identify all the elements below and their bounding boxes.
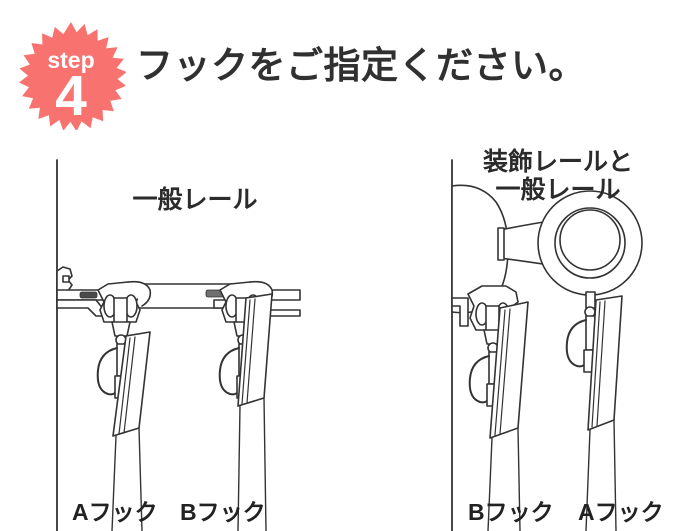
- hook-caption-b: Bフック: [180, 499, 266, 525]
- curtain-a-drop-left: [585, 429, 591, 531]
- curtain-a-fold-1: [118, 337, 131, 435]
- runner-a-arm: [127, 280, 152, 307]
- curtain-b-fold-2: [499, 308, 511, 435]
- decorative-rail-label: 装飾レールと 一般レール: [350, 148, 700, 204]
- curtain-b-fold-1: [494, 309, 506, 436]
- curtain-a-fold-2: [596, 300, 606, 427]
- general-rail-label: 一般レール: [132, 186, 258, 214]
- ring-drop-stem: [584, 291, 596, 318]
- runner-b-stem: [485, 305, 500, 333]
- decorative-bracket-arm-collar: [497, 227, 505, 261]
- curtain-b-drop-left: [487, 437, 493, 531]
- general-rail-hook-captions: Aフック Bフック: [0, 493, 350, 527]
- curtain-panel-a: [111, 331, 151, 531]
- page-title: フックをご指定ください。: [136, 45, 586, 86]
- curtain-a-drop-right: [138, 427, 143, 531]
- curtain-panel-b: [487, 301, 529, 531]
- badge-step-word: step: [47, 47, 94, 73]
- curtain-b-fold-1: [241, 299, 251, 405]
- runner-a-clip: [111, 321, 131, 337]
- curtain-a-drop-left: [111, 435, 117, 531]
- hook-caption-b: Bフック: [468, 499, 554, 525]
- decorative-rail-illustration: [451, 159, 643, 531]
- curtain-b-drop-right: [263, 397, 267, 531]
- rail-screw-left: [79, 291, 98, 299]
- starburst-shape: [19, 22, 126, 130]
- decorative-rail-diagram: 装飾レールと 一般レール Bフック Aフック: [350, 140, 700, 531]
- general-rail-under-bracket: [451, 297, 469, 327]
- ring-inner: [559, 209, 621, 271]
- decorative-rail-label-line-2: 一般レール: [495, 176, 621, 204]
- curtain-b-drop-left: [237, 405, 241, 531]
- curtain-a-fold-1: [591, 301, 601, 428]
- curtain-a-drop-right: [613, 419, 617, 531]
- decorative-rail-hook-captions: Bフック Aフック: [350, 493, 700, 527]
- runner-a-stem: [113, 297, 128, 325]
- general-rail-diagram: 一般レール Aフック Bフック: [0, 140, 350, 531]
- diagram-area: 一般レール Aフック Bフック: [0, 140, 700, 531]
- ring-stem: [585, 291, 596, 309]
- starburst-icon: step 4: [19, 22, 126, 130]
- header: step 4 フックをご指定ください。: [0, 0, 700, 140]
- runner-assembly-a: [97, 280, 152, 346]
- decorative-ring: [537, 190, 643, 296]
- step-badge: step 4: [16, 20, 126, 130]
- curtain-b-drop-right: [517, 427, 521, 531]
- wall-bracket-notch: [62, 275, 70, 283]
- hook-caption-a: Aフック: [72, 499, 158, 525]
- curtain-panel-a: [585, 295, 623, 531]
- hook-caption-a: Aフック: [578, 499, 664, 525]
- curtain-b-fold-2: [246, 298, 256, 404]
- curtain-panel-b: [237, 293, 273, 531]
- general-rail-illustration: [56, 159, 301, 531]
- curtain-a-fold-2: [123, 336, 136, 434]
- badge-step-number: 4: [55, 64, 87, 128]
- decorative-rail-label-line-1: 装飾レールと: [482, 148, 633, 176]
